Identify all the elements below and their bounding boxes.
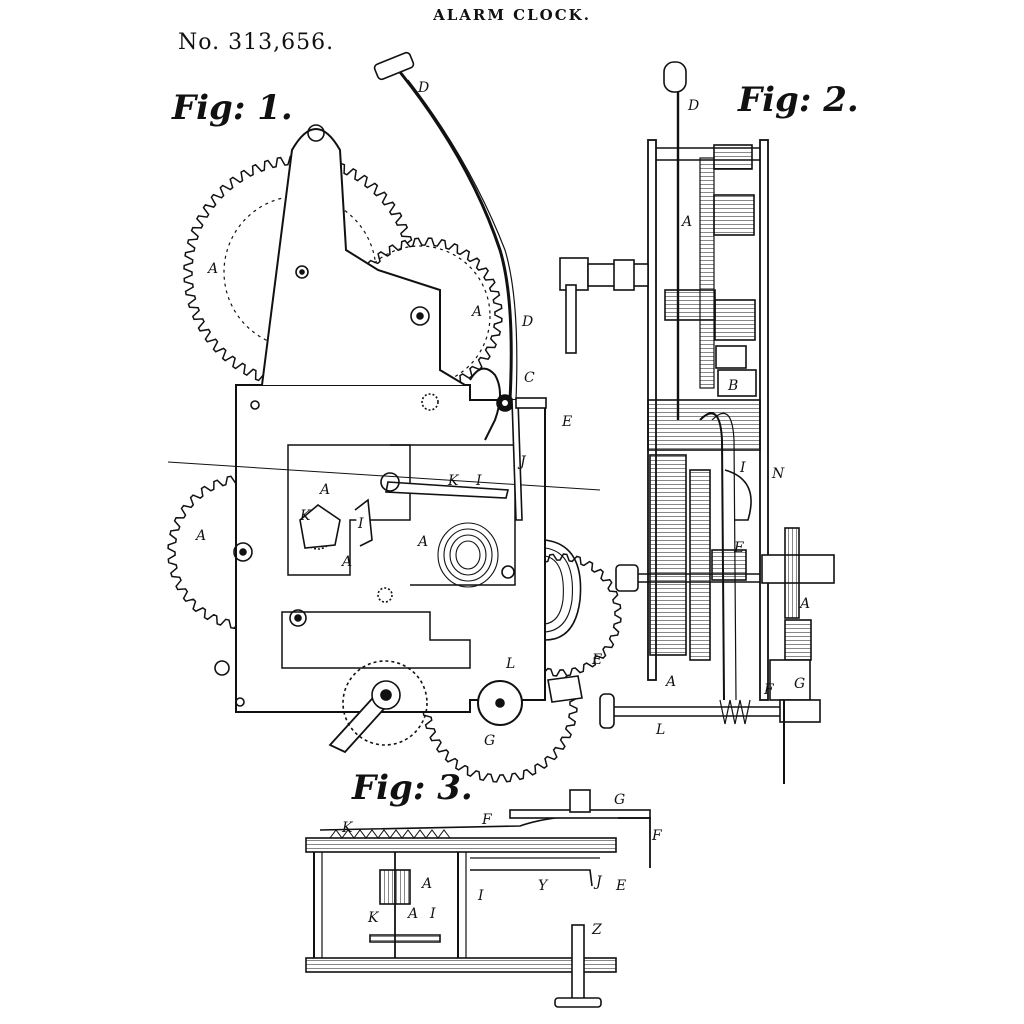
- letter-f-fig3-2: F: [651, 828, 663, 844]
- letter-a-fig1-6: A: [340, 554, 352, 570]
- letter-a-fig2-2: A: [798, 596, 810, 612]
- letter-a-fig2-3: A: [664, 674, 676, 690]
- letter-a-fig1-1: A: [206, 261, 218, 277]
- letter-g-fig1: G: [484, 733, 495, 749]
- letter-i-fig3-2: I: [429, 906, 436, 922]
- sheet-title: ALARM CLOCK.: [433, 6, 591, 24]
- letter-a-fig1-3: A: [318, 482, 330, 498]
- letter-c-fig1: C: [524, 370, 535, 386]
- letter-e-fig2: E: [733, 540, 744, 556]
- letter-a-fig3-1: A: [420, 876, 432, 892]
- letter-f-fig2: F: [763, 682, 775, 698]
- letter-k-fig3-1: K: [341, 820, 354, 836]
- letter-k-fig1: K: [447, 473, 460, 489]
- letter-j-fig1: J: [517, 454, 527, 470]
- figure-2-label: Fig: 2.: [738, 80, 859, 120]
- figure-3-label: Fig: 3.: [352, 768, 473, 808]
- letter-i-fig1: I: [475, 473, 482, 489]
- figure-3-drawing: [305, 789, 651, 1008]
- figure-2-drawing: [559, 61, 835, 784]
- letter-j-fig3: J: [593, 874, 603, 890]
- letter-a-fig1-5: A: [416, 534, 428, 550]
- letter-e-fig1: E: [561, 414, 572, 430]
- letter-l-fig2: L: [655, 722, 665, 738]
- letter-a-fig1-4: A: [194, 528, 206, 544]
- letter-i-fig1-2: I: [357, 516, 364, 532]
- letter-l-fig1: L: [505, 656, 515, 672]
- letter-a-fig3-2: A: [406, 906, 418, 922]
- patent-number: No. 313,656.: [178, 30, 335, 55]
- reference-letters: D A A D C E A K I J A K I A A L E G D A …: [194, 80, 810, 938]
- letter-a-fig2-1: A: [680, 214, 692, 230]
- letter-k-fig1-2: K: [299, 508, 312, 524]
- letter-f-fig3-1: F: [481, 812, 493, 828]
- letter-b-fig2: B: [727, 378, 738, 394]
- letter-i-fig2: I: [739, 460, 746, 476]
- letter-y-fig3: Y: [538, 878, 549, 894]
- letter-d-fig2: D: [687, 98, 699, 114]
- letter-e-fig1-2: E: [591, 652, 602, 668]
- letter-n-fig2: N: [771, 466, 785, 482]
- letter-d-fig1: D: [417, 80, 429, 96]
- letter-i-fig3-1: I: [477, 888, 484, 904]
- letter-g-fig2: G: [794, 676, 805, 692]
- letter-a-fig1-2: A: [470, 304, 482, 320]
- letter-d-fig1-2: D: [521, 314, 533, 330]
- letter-z-fig3: Z: [591, 922, 602, 938]
- mainspring: [437, 522, 582, 641]
- figure-1-drawing: [167, 51, 622, 783]
- letter-k-fig3-2: K: [367, 910, 380, 926]
- letter-g-fig3: G: [614, 792, 625, 808]
- figure-1-label: Fig: 1.: [172, 88, 293, 128]
- letter-e-fig3: E: [615, 878, 626, 894]
